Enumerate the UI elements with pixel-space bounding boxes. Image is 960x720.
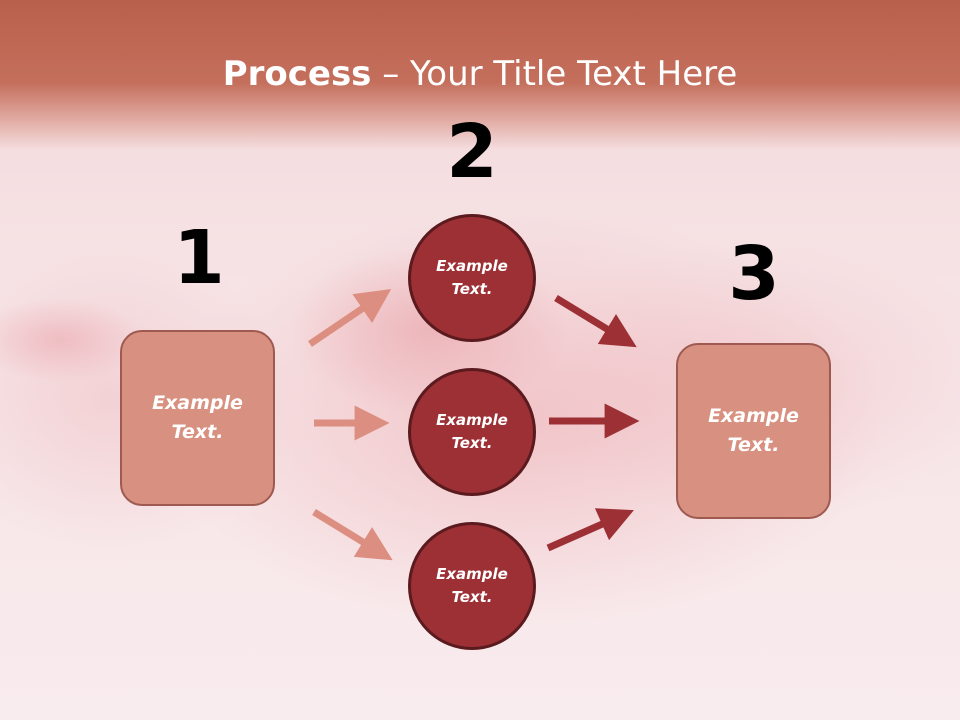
- arrow-circle-top-to-box3: [554, 295, 637, 348]
- circle-middle-text: Example Text.: [436, 411, 508, 452]
- title-rest: – Your Title Text Here: [371, 54, 738, 94]
- step-1-box-text: Example Text.: [152, 392, 243, 443]
- circle-bottom-text: Example Text.: [436, 565, 508, 606]
- title-band: [0, 0, 960, 150]
- step-number-1: 1: [173, 215, 225, 301]
- step-2-circle-top: Example Text.: [408, 214, 536, 342]
- slide-title: Process – Your Title Text Here: [0, 52, 960, 96]
- step-3-box-text: Example Text.: [708, 405, 799, 456]
- circle-top-text: Example Text.: [436, 257, 508, 298]
- step-1-box: Example Text.: [120, 330, 275, 506]
- step-2-circle-bottom: Example Text.: [408, 522, 536, 650]
- step-2-circle-middle: Example Text.: [408, 368, 536, 496]
- arrow-circle-bottom-to-box3: [546, 508, 634, 552]
- arrow-box1-to-circle-bottom: [312, 509, 393, 561]
- step-3-box: Example Text.: [676, 343, 831, 519]
- title-bold: Process: [222, 54, 372, 94]
- step-number-2: 2: [446, 109, 498, 195]
- arrow-box1-to-circle-top: [308, 289, 392, 347]
- step-number-3: 3: [728, 231, 780, 317]
